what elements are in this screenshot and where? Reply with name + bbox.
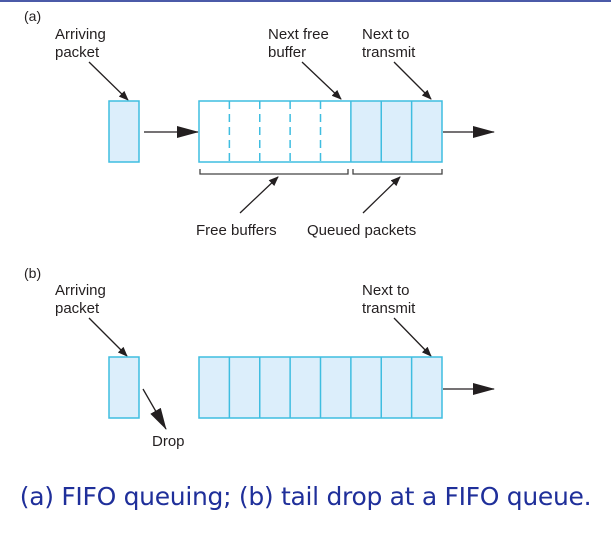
free-buffer-slot bbox=[199, 101, 230, 162]
drop-label: Drop bbox=[152, 433, 185, 450]
queue-b bbox=[198, 356, 443, 419]
arriving-packet bbox=[108, 100, 140, 163]
queued-packet-slot bbox=[381, 101, 412, 162]
panel-b: (b) Arriving packet Drop Next to transmi… bbox=[24, 265, 495, 450]
drop-arrow bbox=[142, 388, 167, 430]
next-free-label-line1: Next free bbox=[268, 26, 329, 43]
free-buffer-slot bbox=[259, 101, 291, 162]
b-next-transmit-label-line1: Next to bbox=[362, 282, 410, 299]
queued-packet-slot bbox=[350, 101, 382, 162]
next-free-pointer-arrow bbox=[301, 61, 342, 100]
queued-packet-slot bbox=[381, 357, 412, 418]
queued-packet-slot bbox=[320, 357, 351, 418]
queued-packet-slot bbox=[350, 357, 382, 418]
b-arriving-pointer-arrow bbox=[88, 317, 128, 357]
free-buffer-slot bbox=[290, 101, 321, 162]
next-transmit-pointer-arrow bbox=[393, 61, 432, 100]
arriving-pointer-arrow bbox=[88, 61, 129, 101]
free-buffers-bracket bbox=[199, 169, 349, 175]
queue-outline bbox=[198, 100, 443, 163]
queued-packet-slot bbox=[290, 357, 321, 418]
next-free-label-line2: buffer bbox=[268, 44, 306, 61]
b-arriving-packet-label-line2: packet bbox=[55, 300, 100, 317]
next-transmit-label-line2: transmit bbox=[362, 44, 416, 61]
queue-outline bbox=[198, 356, 443, 419]
dropped-packet bbox=[108, 356, 140, 419]
top-accent-bar bbox=[0, 0, 611, 2]
arriving-packet-label-line1: Arriving bbox=[55, 26, 106, 43]
queued-packets-pointer-arrow bbox=[362, 176, 401, 214]
b-arriving-packet-label-line1: Arriving bbox=[55, 282, 106, 299]
panel-b-tag: (b) bbox=[24, 265, 41, 281]
free-buffer-slot bbox=[320, 101, 351, 162]
queued-packet-slot bbox=[411, 101, 442, 162]
panel-a-tag: (a) bbox=[24, 8, 41, 24]
panel-a: (a) Arriving packet Next free buffer Nex… bbox=[24, 8, 495, 239]
free-buffers-pointer-arrow bbox=[239, 176, 279, 214]
free-buffers-label: Free buffers bbox=[196, 222, 277, 239]
queued-packet-slot bbox=[199, 357, 230, 418]
queued-packets-label: Queued packets bbox=[307, 222, 416, 239]
b-next-transmit-label-line2: transmit bbox=[362, 300, 416, 317]
queued-packet-slot bbox=[411, 357, 442, 418]
arriving-packet-label-line2: packet bbox=[55, 44, 100, 61]
queued-packets-bracket bbox=[352, 169, 443, 175]
queued-packet-slot bbox=[229, 357, 260, 418]
queue-a bbox=[198, 100, 443, 163]
b-next-transmit-pointer-arrow bbox=[393, 317, 432, 357]
free-buffer-slot bbox=[229, 101, 260, 162]
fifo-diagram: (a) Arriving packet Next free buffer Nex… bbox=[24, 8, 495, 450]
next-transmit-label-line1: Next to bbox=[362, 26, 410, 43]
queued-packet-slot bbox=[259, 357, 291, 418]
figure-caption: (a) FIFO queuing; (b) tail drop at a FIF… bbox=[19, 482, 592, 511]
